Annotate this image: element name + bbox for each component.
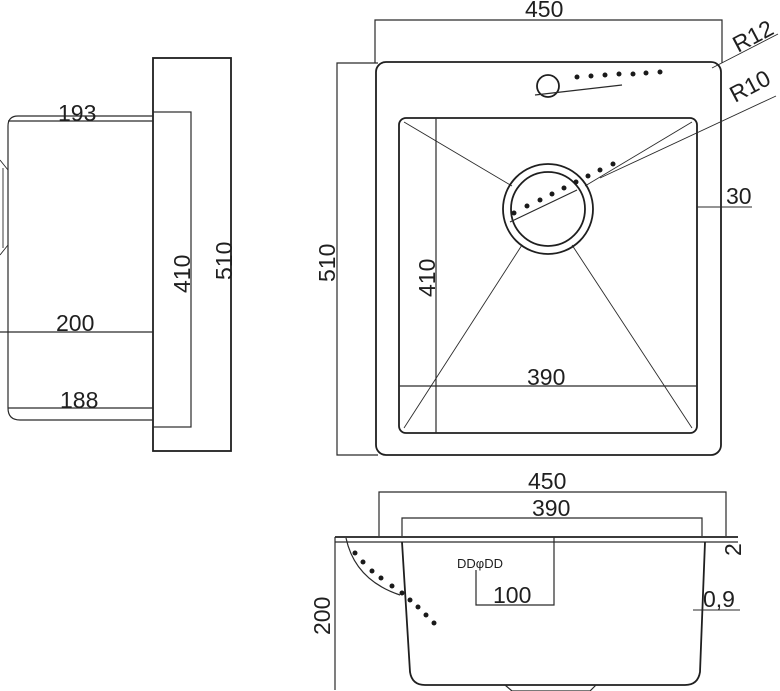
leader-r12 bbox=[711, 33, 779, 69]
sink-outer-rim bbox=[375, 61, 722, 456]
front-bowl-profile bbox=[401, 541, 706, 686]
top-view: 450 510 410 390 R12 R10 30 bbox=[314, 0, 779, 456]
top-dim-line-510 bbox=[336, 62, 378, 456]
side-dim-193: 193 bbox=[58, 100, 96, 126]
slope-line-bottom-left bbox=[403, 244, 523, 429]
tap-marks: DDφDD bbox=[457, 556, 503, 571]
tap-hole-icon bbox=[536, 74, 560, 98]
side-dim-510: 510 bbox=[211, 242, 237, 280]
top-dim-390: 390 bbox=[527, 364, 565, 390]
front-dim-100: 100 bbox=[493, 582, 531, 608]
front-drain-outlet bbox=[504, 684, 597, 691]
front-dim-line-390 bbox=[401, 517, 703, 536]
side-bowl-profile bbox=[7, 115, 153, 421]
side-dim-410: 410 bbox=[169, 255, 195, 293]
top-dim-410: 410 bbox=[414, 259, 440, 297]
top-dim-line-450 bbox=[374, 19, 723, 63]
radius-r10: R10 bbox=[725, 65, 774, 108]
front-dim-2: 2 bbox=[720, 543, 746, 556]
drain-cut-line bbox=[509, 189, 578, 223]
front-dim-line-100 bbox=[475, 537, 555, 606]
side-dim-188: 188 bbox=[60, 387, 98, 413]
side-drain-stub bbox=[0, 159, 9, 256]
front-view: DDφDD 450 390 200 100 2 0,9 bbox=[309, 468, 746, 691]
front-cut-arc bbox=[345, 537, 401, 596]
front-dim-line-450 bbox=[378, 491, 727, 536]
drain-inner-icon bbox=[510, 171, 586, 247]
side-dim-200: 200 bbox=[56, 310, 94, 336]
front-dim-200: 200 bbox=[309, 597, 335, 635]
drain-outer-icon bbox=[502, 163, 594, 255]
dotted-marks-front bbox=[352, 550, 437, 626]
radius-r12: R12 bbox=[728, 15, 777, 58]
slope-line-top-left bbox=[403, 121, 513, 187]
top-dim-450: 450 bbox=[525, 0, 563, 22]
dotted-marks-top bbox=[511, 69, 663, 216]
front-dim-450: 450 bbox=[528, 468, 566, 494]
top-dim-510: 510 bbox=[314, 244, 340, 282]
side-view: 193 200 188 410 510 bbox=[0, 57, 237, 452]
side-panel-inner bbox=[152, 111, 192, 428]
top-dim-30: 30 bbox=[726, 183, 752, 209]
front-dim-390: 390 bbox=[532, 495, 570, 521]
tap-hole-line bbox=[534, 84, 623, 96]
sink-bowl bbox=[398, 117, 698, 434]
front-dim-0-9: 0,9 bbox=[703, 586, 735, 612]
leader-r10 bbox=[599, 95, 777, 179]
slope-line-bottom-right bbox=[571, 244, 693, 429]
slope-line-top-right bbox=[584, 121, 693, 187]
